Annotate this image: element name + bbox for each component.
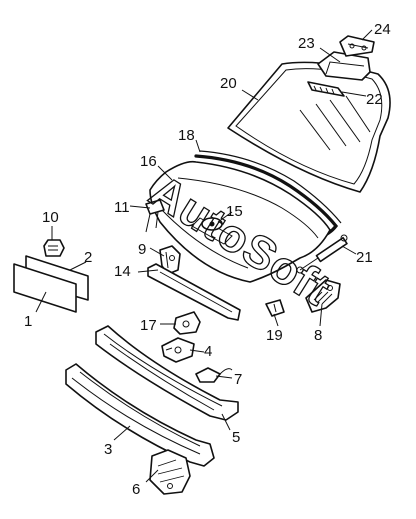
bracket-part-17	[173, 311, 201, 335]
callout-20: 20	[220, 75, 237, 92]
callout-23: 23	[298, 35, 315, 52]
callout-10: 10	[42, 209, 59, 226]
sensor-strip-part-22	[307, 81, 345, 97]
callout-22: 22	[366, 91, 383, 108]
release-handle-part-10	[43, 239, 65, 257]
lock-mechanism-part-4	[161, 337, 195, 363]
lower-bracket-part-6	[149, 449, 191, 495]
windshield-part-20	[227, 61, 391, 193]
leader-lines	[35, 29, 373, 483]
callout-5: 5	[232, 429, 240, 446]
callout-4: 4	[204, 343, 212, 360]
callout-21: 21	[356, 249, 373, 266]
callout-1: 1	[24, 313, 32, 330]
callout-18: 18	[178, 127, 195, 144]
callout-8: 8	[314, 327, 322, 344]
callout-11: 11	[114, 199, 130, 216]
clip-part-7	[195, 367, 233, 383]
cross-member-part-14	[147, 263, 241, 321]
callout-3: 3	[104, 441, 112, 458]
callout-24: 24	[374, 21, 391, 38]
callout-2: 2	[84, 249, 92, 266]
license-plate-part-1	[13, 263, 77, 313]
callout-9: 9	[138, 241, 146, 258]
mirror-bracket-part-24	[339, 35, 375, 57]
latch-part-9	[159, 245, 181, 275]
callout-19: 19	[266, 327, 283, 344]
callout-6: 6	[132, 481, 140, 498]
bumper-beam-part-3	[65, 363, 215, 467]
callout-15: 15	[226, 203, 243, 220]
hood-emblem-part-15	[201, 217, 223, 231]
callout-14: 14	[114, 263, 131, 280]
mirror-housing-part-23	[317, 51, 371, 81]
bumper-reinforcement-part-5	[95, 325, 239, 421]
callout-17: 17	[140, 317, 157, 334]
callout-16: 16	[140, 153, 157, 170]
gas-strut-part-21	[296, 234, 348, 274]
callout-labels: 1 2 3 4 5 6 7 8 9 10 11 14 15 16 17 18 1…	[24, 21, 391, 498]
hood-hinge-part-11	[145, 199, 165, 233]
callout-7: 7	[234, 371, 242, 388]
lock-actuator-part-19	[265, 299, 285, 317]
hinge-bracket-part-8	[305, 279, 341, 313]
